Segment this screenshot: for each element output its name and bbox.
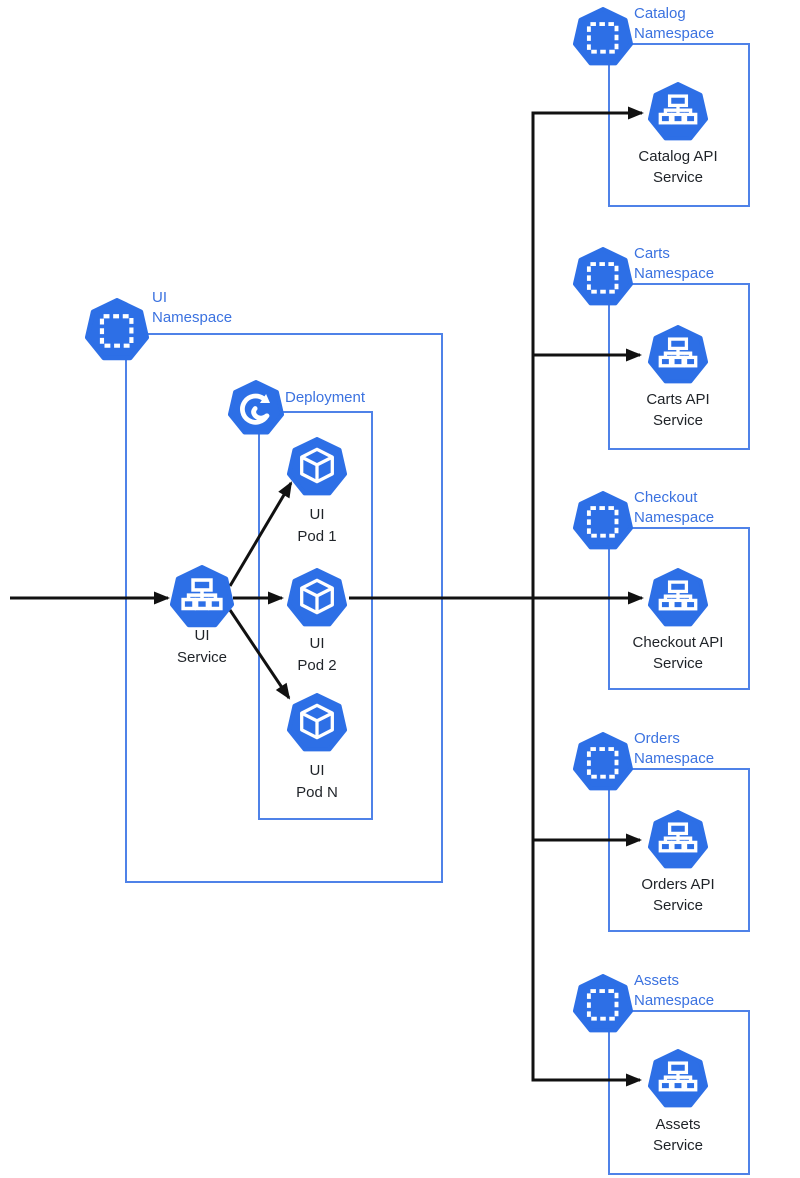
carts-namespace-title: Carts Namespace: [634, 245, 715, 282]
ui-pod-1-label: UI Pod 1: [297, 506, 337, 545]
deployment-box: [258, 411, 373, 820]
ui-pod-2-icon: [287, 568, 347, 628]
carts-namespace-icon: [573, 247, 633, 307]
ui-service-label: UI Service: [176, 627, 228, 666]
catalog-namespace-title: Catalog Namespace: [634, 5, 715, 42]
orders-service-icon: [648, 810, 708, 870]
carts-namespace-box: [608, 283, 750, 450]
assets-namespace-title: Assets Namespace: [634, 972, 715, 1009]
checkout-namespace-title: Checkout Namespace: [634, 489, 715, 526]
ui-pod-1-icon: [287, 437, 347, 497]
ui-pod-2-label: UI Pod 2: [297, 635, 337, 674]
catalog-service-icon: [648, 82, 708, 142]
checkout-namespace-box: [608, 527, 750, 690]
assets-namespace-box: [608, 1010, 750, 1175]
checkout-namespace-icon: [573, 491, 633, 551]
ui-namespace-title: UI Namespace: [152, 289, 233, 326]
deployment-icon: [228, 380, 284, 435]
assets-service-icon: [648, 1049, 708, 1109]
assets-service-label: Assets Service: [652, 1116, 704, 1154]
checkout-service-label: Checkout API Service: [632, 634, 724, 672]
ui-namespace-icon: [85, 298, 149, 362]
assets-namespace-icon: [573, 974, 633, 1034]
checkout-service-icon: [648, 568, 708, 628]
orders-service-label: Orders API Service: [641, 876, 715, 914]
ui-service-icon: [170, 565, 234, 629]
carts-service-icon: [648, 325, 708, 385]
ui-pod-n-icon: [287, 693, 347, 753]
ui-namespace-box: [125, 333, 443, 883]
ui-pod-n-label: UI Pod N: [296, 762, 338, 801]
carts-service-label: Carts API Service: [646, 391, 710, 429]
catalog-service-label: Catalog API Service: [638, 148, 718, 186]
arrow-ui-service-to-pod-1: [228, 481, 293, 587]
catalog-namespace-icon: [573, 7, 633, 67]
deployment-label: Deployment: [285, 389, 366, 406]
orders-namespace-icon: [573, 732, 633, 792]
orders-namespace-box: [608, 768, 750, 932]
orders-namespace-title: Orders Namespace: [634, 730, 715, 767]
catalog-namespace-box: [608, 43, 750, 207]
arrow-ui-service-to-pod-n: [228, 609, 291, 700]
